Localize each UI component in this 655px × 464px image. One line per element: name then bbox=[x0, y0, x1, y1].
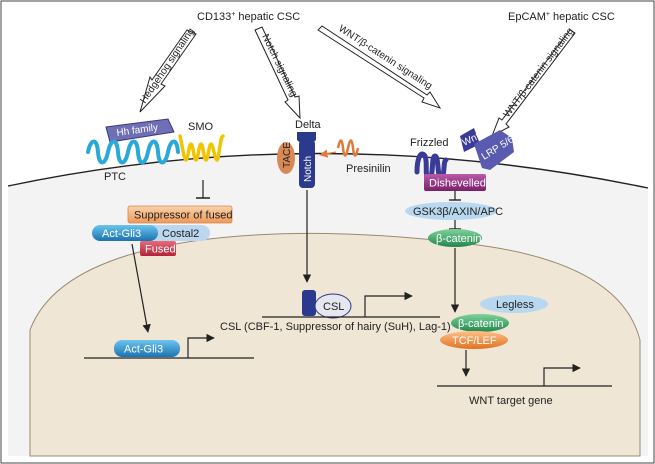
gsk3b-axin-apc-complex bbox=[405, 202, 497, 220]
nuclear-act-gli3 bbox=[114, 340, 180, 357]
complex-label: GSK3β/AXIN/APC bbox=[413, 206, 503, 218]
tcf-lef-label: TCF/LEF bbox=[452, 335, 497, 347]
hh-family-ligand bbox=[105, 118, 175, 143]
tcf-lef bbox=[440, 331, 508, 349]
notch-arrow bbox=[254, 26, 301, 120]
gene-promoter-icon bbox=[543, 363, 581, 386]
notch-icd bbox=[302, 290, 316, 316]
lrp-receptor bbox=[474, 130, 514, 170]
costal2-label: Costal2 bbox=[162, 228, 199, 240]
ptc-receptor bbox=[86, 139, 180, 165]
fused-label: Fused bbox=[145, 244, 176, 256]
csl-caption: CSL (CBF-1, Suppressor of hairy (SuH), L… bbox=[220, 321, 451, 333]
wnt-target-gene-label: WNT target gene bbox=[469, 395, 553, 407]
epcam-label: EpCAM+ hepatic CSC bbox=[508, 11, 615, 23]
gene-promoter-icon bbox=[187, 333, 215, 358]
csl bbox=[314, 293, 352, 319]
nuclear-beta-catenin bbox=[451, 314, 509, 332]
gene-promoter-icon bbox=[364, 291, 413, 317]
notch-receptor bbox=[299, 140, 315, 188]
suppressor-label: Suppressor of fused bbox=[134, 210, 232, 222]
costal2 bbox=[146, 225, 210, 241]
beta-catenin bbox=[428, 229, 482, 247]
beta-catenin-label: β-catenin bbox=[436, 233, 481, 245]
wnt-arrow-1 bbox=[317, 25, 442, 109]
suppressor-of-fused bbox=[127, 205, 233, 224]
notch-label: Notch bbox=[303, 156, 314, 182]
tace bbox=[277, 142, 295, 174]
svg-text:CD133+ hepatic CSC: CD133+ hepatic CSC bbox=[197, 11, 300, 23]
frizzled-label: Frizzled bbox=[410, 137, 449, 149]
nuclear-beta-catenin-label: β-catenin bbox=[458, 318, 503, 330]
arrow-icon bbox=[131, 243, 151, 333]
act-gli3-label: Act-Gli3 bbox=[102, 228, 141, 240]
smo-receptor bbox=[178, 134, 225, 162]
csl-label: CSL bbox=[323, 301, 344, 313]
tace-label: TACE bbox=[282, 142, 293, 168]
smo-label: SMO bbox=[188, 121, 214, 133]
presinilin-label: Presinilin bbox=[346, 163, 391, 175]
nucleus bbox=[29, 232, 641, 457]
delta-label: Delta bbox=[295, 119, 322, 131]
hedgehog-arrow bbox=[139, 29, 197, 113]
ptc-label: PTC bbox=[104, 171, 126, 183]
arrow-icon bbox=[319, 149, 337, 158]
act-gli3 bbox=[92, 225, 158, 241]
svg-text:EpCAM+ hepatic CSC: EpCAM+ hepatic CSC bbox=[508, 11, 615, 23]
cd133-label: CD133+ hepatic CSC bbox=[197, 11, 300, 23]
disheveled-label: Dishevelled bbox=[429, 178, 486, 190]
nuclear-act-gli3-label: Act-Gli3 bbox=[124, 344, 163, 356]
legless-label: Legless bbox=[496, 299, 534, 311]
presinilin bbox=[336, 139, 360, 157]
disheveled bbox=[424, 174, 486, 191]
fused bbox=[140, 241, 176, 256]
legless bbox=[480, 295, 548, 313]
